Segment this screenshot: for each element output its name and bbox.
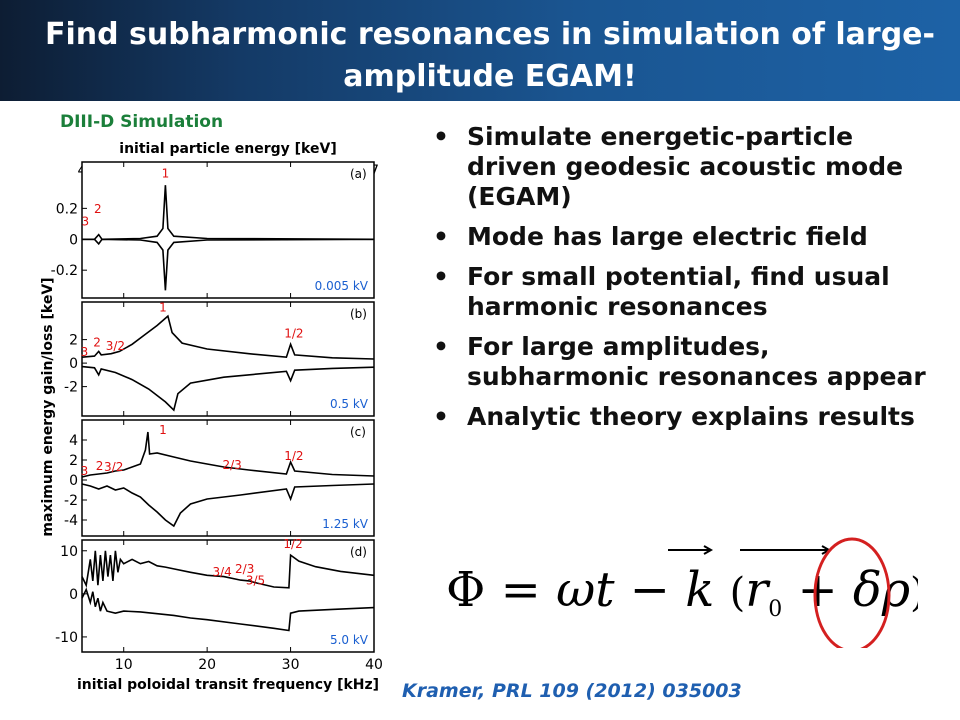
resonance-label: 3 bbox=[81, 464, 89, 478]
equation-text: Φ = ωt − k (r0 + δρ) bbox=[446, 562, 918, 622]
panel-frame bbox=[81, 161, 375, 299]
citation: Kramer, PRL 109 (2012) 035003 bbox=[402, 680, 742, 702]
bullet-item: • Analytic theory explains results bbox=[425, 402, 945, 432]
series-lower-curve bbox=[82, 238, 375, 291]
bullet-dot-icon: • bbox=[433, 402, 449, 431]
resonance-label: 2/3 bbox=[223, 458, 242, 472]
x-tick-label: 10 bbox=[115, 657, 133, 673]
bullet-text: Simulate energetic-particle driven geode… bbox=[467, 122, 904, 211]
y-tick-label: 0 bbox=[69, 356, 78, 372]
bullet-item: • Mode has large electric field bbox=[425, 222, 945, 252]
y-tick-label: -2 bbox=[64, 493, 78, 509]
resonance-label: 2 bbox=[96, 459, 104, 473]
y-tick-label: -4 bbox=[64, 513, 78, 529]
bullet-text: Analytic theory explains results bbox=[467, 402, 915, 431]
panel-frame bbox=[81, 301, 375, 417]
bullet-text: Mode has large electric field bbox=[467, 222, 868, 251]
y-tick-label: -0.2 bbox=[51, 263, 78, 279]
x-tick-label: 20 bbox=[198, 657, 216, 673]
phase-equation: Φ = ωt − k (r0 + δρ) bbox=[446, 537, 918, 648]
amplitude-label: 0.005 kV bbox=[315, 279, 369, 293]
top-axis-label: initial particle energy [keV] bbox=[119, 141, 336, 157]
resonance-label: 1 bbox=[159, 300, 167, 314]
title-bar: Find subharmonic resonances in simulatio… bbox=[0, 0, 960, 101]
bullet-text: For large amplitudes, subharmonic resona… bbox=[467, 332, 926, 391]
y-tick-label: -10 bbox=[55, 630, 78, 646]
series-upper-curve bbox=[81, 550, 375, 589]
bullet-item: • Simulate energetic-particle driven geod… bbox=[425, 122, 945, 212]
resonance-label: 1/2 bbox=[284, 449, 303, 463]
resonance-label: 3/5 bbox=[246, 573, 265, 587]
y-tick-label: 0 bbox=[69, 232, 78, 248]
panel-frame bbox=[81, 539, 375, 653]
amplitude-label: 0.5 kV bbox=[330, 397, 369, 411]
x-tick-label: 40 bbox=[365, 657, 383, 673]
panel-frame bbox=[81, 419, 375, 537]
resonance-label: 2 bbox=[93, 336, 101, 350]
y-tick-label: 2 bbox=[69, 333, 78, 349]
bullet-dot-icon: • bbox=[433, 332, 449, 361]
y-tick-label: 0 bbox=[69, 587, 78, 603]
amplitude-label: 5.0 kV bbox=[330, 633, 369, 647]
resonance-label: 2/3 bbox=[235, 562, 254, 576]
bullet-dot-icon: • bbox=[433, 122, 449, 151]
simulation-label: DIII-D Simulation bbox=[60, 112, 224, 132]
resonance-label: 2 bbox=[94, 202, 102, 216]
bullet-dot-icon: • bbox=[433, 262, 449, 291]
series-lower-curve bbox=[81, 365, 375, 412]
y-tick-label: 4 bbox=[69, 433, 78, 449]
resonance-label: 1/2 bbox=[283, 537, 302, 551]
bullet-list: • Simulate energetic-particle driven geod… bbox=[425, 122, 945, 442]
bullet-item: • For large amplitudes, subharmonic reson… bbox=[425, 332, 945, 392]
x-tick-label: 30 bbox=[282, 657, 300, 673]
y-tick-label: 10 bbox=[60, 544, 78, 560]
resonance-label: 3/2 bbox=[106, 339, 125, 353]
series-lower-curve bbox=[81, 587, 375, 632]
highlight-circle bbox=[813, 537, 891, 648]
resonance-chart: maximum energy gain/loss [keV] initial pa… bbox=[40, 141, 383, 693]
resonance-label: 3/4 bbox=[213, 565, 232, 579]
y-tick-label: 0.2 bbox=[56, 201, 78, 217]
panel-id-label: (c) bbox=[350, 425, 366, 439]
series-lower-curve bbox=[81, 483, 375, 528]
y-axis-label: maximum energy gain/loss [keV] bbox=[40, 277, 56, 536]
panel-id-label: (d) bbox=[350, 545, 367, 559]
panel-id-label: (b) bbox=[350, 307, 367, 321]
resonance-label: 3/2 bbox=[104, 460, 123, 474]
bullet-dot-icon: • bbox=[433, 222, 449, 251]
resonance-label: 3 bbox=[81, 345, 89, 359]
bullet-item: • For small potential, find usual harmoni… bbox=[425, 262, 945, 322]
y-tick-label: 2 bbox=[69, 453, 78, 469]
y-tick-label: -2 bbox=[64, 380, 78, 396]
amplitude-label: 1.25 kV bbox=[322, 517, 368, 531]
series-upper-curve bbox=[81, 314, 375, 360]
y-tick-label: 0 bbox=[69, 473, 78, 489]
series-upper-curve bbox=[81, 431, 375, 478]
slide-title: Find subharmonic resonances in simulatio… bbox=[45, 17, 935, 94]
series-upper-curve bbox=[82, 185, 375, 241]
x-axis-label: initial poloidal transit frequency [kHz] bbox=[77, 677, 379, 693]
resonance-label: 1/2 bbox=[284, 326, 303, 340]
resonance-label: 1 bbox=[159, 423, 167, 437]
panel-id-label: (a) bbox=[350, 167, 367, 181]
resonance-label: 1 bbox=[162, 166, 170, 180]
resonance-label: 3 bbox=[82, 214, 90, 228]
bullet-text: For small potential, find usual harmonic… bbox=[467, 262, 890, 321]
